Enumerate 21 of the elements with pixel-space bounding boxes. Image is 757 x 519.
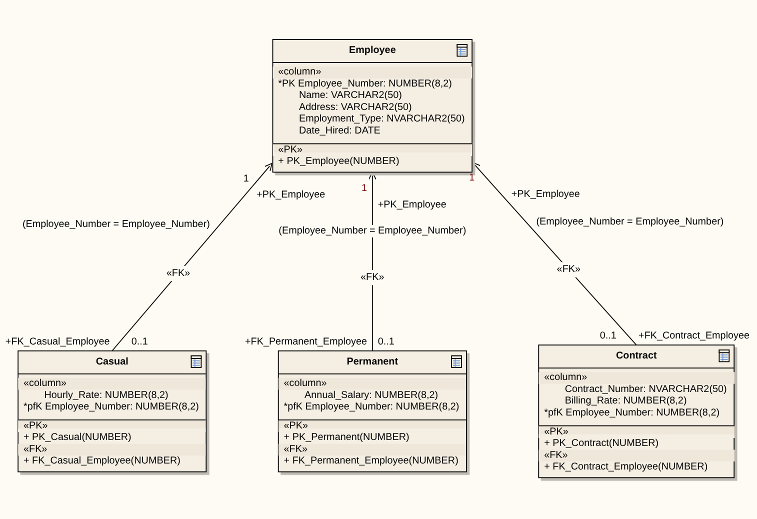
join-condition-label: (Employee_Number = Employee_Number) <box>536 216 724 228</box>
arrow <box>472 162 637 346</box>
multiplicity-label: 1 <box>469 172 475 184</box>
edge-label: «FK» <box>166 268 190 278</box>
arrow <box>112 162 272 352</box>
role-name-label: +PK_Employee <box>511 188 580 200</box>
join-condition-label: (Employee_Number = Employee_Number) <box>22 219 210 230</box>
arrow <box>368 172 376 352</box>
multiplicity-label: 1 <box>243 174 249 184</box>
join-condition-label: (Employee_Number = Employee_Number) <box>278 226 466 237</box>
edge-label: «FK» <box>556 264 581 275</box>
role-name-label: +PK_Employee <box>256 190 326 201</box>
role-name-label: +FK_Casual_Employee <box>5 336 110 348</box>
role-name-label: +FK_Permanent_Employee <box>245 336 367 348</box>
edge-label: «FK» <box>360 272 384 283</box>
multiplicity-label: 1 <box>361 183 367 194</box>
multiplicity-label: 0..1 <box>378 336 394 348</box>
role-name-label: +FK_Contract_Employee <box>638 330 750 342</box>
role-name-label: +PK_Employee <box>378 199 446 210</box>
multiplicity-label: 0..1 <box>600 330 616 342</box>
multiplicity-label: 0..1 <box>131 336 148 348</box>
